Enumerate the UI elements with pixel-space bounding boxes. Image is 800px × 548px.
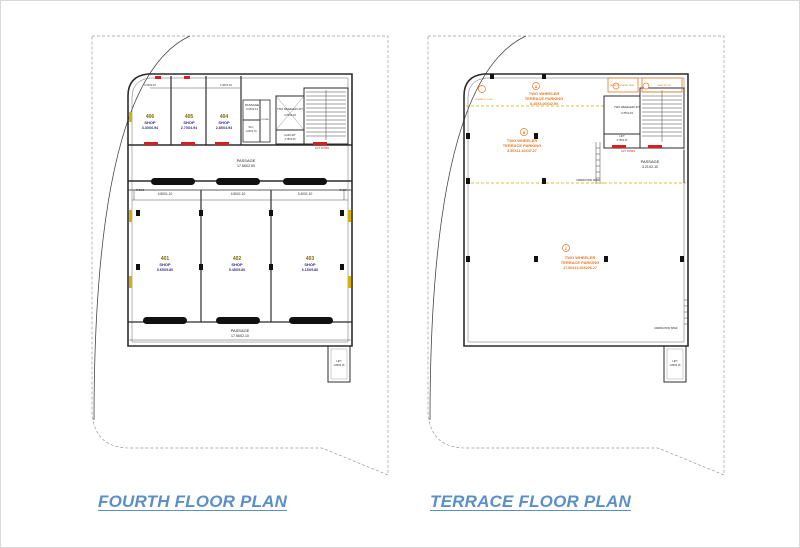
shop-405-name: SHOP bbox=[183, 120, 195, 125]
terrace-two-wheeler-lift-name: TWO WHEELER LIFT bbox=[614, 105, 640, 109]
lift-bottom-name: LIFT bbox=[336, 359, 342, 363]
zone-markers bbox=[478, 82, 650, 252]
shop-404-name: SHOP bbox=[218, 120, 230, 125]
shop-402-name: SHOP bbox=[231, 262, 243, 267]
shop-401-name: SHOP bbox=[159, 262, 171, 267]
shop-405-number: 405 bbox=[185, 114, 194, 120]
car-lift-name: CAR LIFT bbox=[284, 133, 296, 137]
terrace-fabrication-2: FABRICATION SHED bbox=[654, 327, 677, 330]
parking-b-title: TWO WHEELER bbox=[507, 138, 538, 143]
wc-label: W.C bbox=[249, 125, 254, 129]
terrace-lift-dim: 3.75X2.15 bbox=[617, 139, 629, 142]
depth-dim-1: 4.50X1.10 bbox=[158, 192, 173, 196]
passage-top-dim: 17.56X2.50 bbox=[237, 164, 255, 168]
depth-dim-3: 3.40X1.10 bbox=[298, 192, 313, 196]
top-dim-2: 1.00X1.10 bbox=[220, 83, 232, 87]
shop-401-number: 401 bbox=[161, 256, 170, 262]
parking-a-sub: TERRACE PARKING bbox=[525, 96, 564, 101]
parking-b-sub: TERRACE PARKING bbox=[503, 143, 542, 148]
terrace-passage-name: PASSAGE bbox=[641, 159, 660, 164]
fourth-floor-labels: 406 SHOP 3.30X6.94 405 SHOP 2.70X4.94 40… bbox=[136, 83, 347, 367]
windows bbox=[129, 112, 351, 288]
terrace-lift-down: LIFT DOWN bbox=[621, 149, 635, 153]
shop-403-number: 403 bbox=[306, 256, 315, 262]
passage-small-name: PASSAGE bbox=[245, 103, 259, 107]
shop-406-number: 406 bbox=[146, 114, 155, 120]
shop-shutters bbox=[143, 178, 333, 324]
road-edge-curve bbox=[429, 35, 527, 421]
shop-404-dim: 2.85X4.94 bbox=[216, 126, 232, 130]
terrace-floor-labels: A TWO WHEELER TERRACE PARKING 8.40X3.00X… bbox=[475, 84, 681, 367]
terrace-floor-plan-title: TERRACE FLOOR PLAN bbox=[430, 492, 631, 511]
parking-a-dim: 8.40X3.00X42.90 bbox=[530, 102, 558, 106]
parking-a-letter: A bbox=[535, 85, 538, 89]
shop-402-dim: 5.45X9.80 bbox=[229, 268, 245, 272]
terrace-outline bbox=[463, 73, 689, 347]
top-dim-1: 3.15X2.10 bbox=[144, 83, 156, 87]
terrace-lift-bottom-dim: 1.80X2.15 bbox=[670, 364, 682, 367]
car-lift-dim: 3.75X1.00 bbox=[285, 138, 297, 141]
shop-402-number: 402 bbox=[233, 256, 242, 262]
shop-404-number: 404 bbox=[220, 114, 229, 120]
terrace-passage-dim: 3.21X2.10 bbox=[642, 165, 658, 169]
terrace-fabrication-1: FABRICATION SHED bbox=[576, 179, 599, 182]
terrace-lift-name: LIFT bbox=[619, 134, 625, 138]
parking-c-sub: TERRACE PARKING bbox=[561, 260, 600, 265]
road-edge-curve bbox=[93, 35, 191, 421]
shop-401-dim: 5.65X9.80 bbox=[157, 268, 173, 272]
parking-b-dim: 8.50X11.10X47.27 bbox=[507, 149, 537, 153]
staircase-treads bbox=[306, 90, 346, 140]
terrace-headroom: HEAD ROOM bbox=[657, 84, 671, 87]
wc-dim: 1.00X1.70 bbox=[246, 130, 258, 133]
terrace-two-wheeler-lift-dim: 3.75X2.15 bbox=[621, 111, 633, 115]
shop-406-name: SHOP bbox=[144, 120, 156, 125]
parking-c-dim: 17.56X13.30X226.27 bbox=[563, 266, 597, 270]
fourth-floor-plan-title: FOURTH FLOOR PLAN bbox=[98, 492, 288, 511]
columns bbox=[136, 210, 344, 270]
shop-403-dim: 6.15X9.80 bbox=[302, 268, 318, 272]
entry-markers bbox=[144, 76, 327, 145]
plot-boundary bbox=[91, 35, 389, 476]
parking-b-letter: B bbox=[523, 131, 526, 135]
terrace-lift-bottom-name: LIFT bbox=[672, 359, 678, 363]
passage-small-dim: 3.15X2.13 bbox=[246, 107, 258, 111]
lift-down-label: LIFT DOWN bbox=[315, 146, 329, 150]
columns bbox=[466, 74, 684, 262]
shop-403-name: SHOP bbox=[304, 262, 316, 267]
two-wheeler-lift-name: TWO WHEELER LIFT bbox=[277, 107, 303, 111]
store-label: STORE bbox=[261, 119, 269, 121]
passage-bottom-dim: 17.56X2.10 bbox=[231, 334, 249, 338]
parking-zone-lines bbox=[466, 105, 686, 184]
terrace-floor-plan bbox=[427, 35, 725, 476]
pass-b-label: PASS B bbox=[136, 189, 145, 192]
two-wheeler-lift-dim: 3.75X2.15 bbox=[284, 113, 296, 117]
depth-dim-2: 4.50X1.10 bbox=[231, 192, 246, 196]
parking-c-title: TWO WHEELER bbox=[565, 255, 596, 260]
plot-boundary bbox=[427, 35, 725, 476]
lift-bottom-dim: 1.80X2.15 bbox=[334, 364, 346, 367]
terrace-level-label: TERRACE LEVEL bbox=[475, 98, 494, 101]
passage-bottom-name: PASSAGE bbox=[231, 328, 250, 333]
shop-406-dim: 3.30X6.94 bbox=[142, 126, 158, 130]
parking-a-title: TWO WHEELER bbox=[529, 91, 560, 96]
ramp-label: RAMP bbox=[340, 189, 347, 192]
shop-405-dim: 2.70X4.94 bbox=[181, 126, 197, 130]
building-outline bbox=[127, 73, 353, 347]
parking-c-letter: C bbox=[565, 247, 568, 251]
fourth-floor-plan bbox=[91, 35, 389, 476]
passage-top-name: PASSAGE bbox=[237, 158, 256, 163]
terrace-parapet: PARAPET WATER TANK bbox=[610, 84, 635, 87]
